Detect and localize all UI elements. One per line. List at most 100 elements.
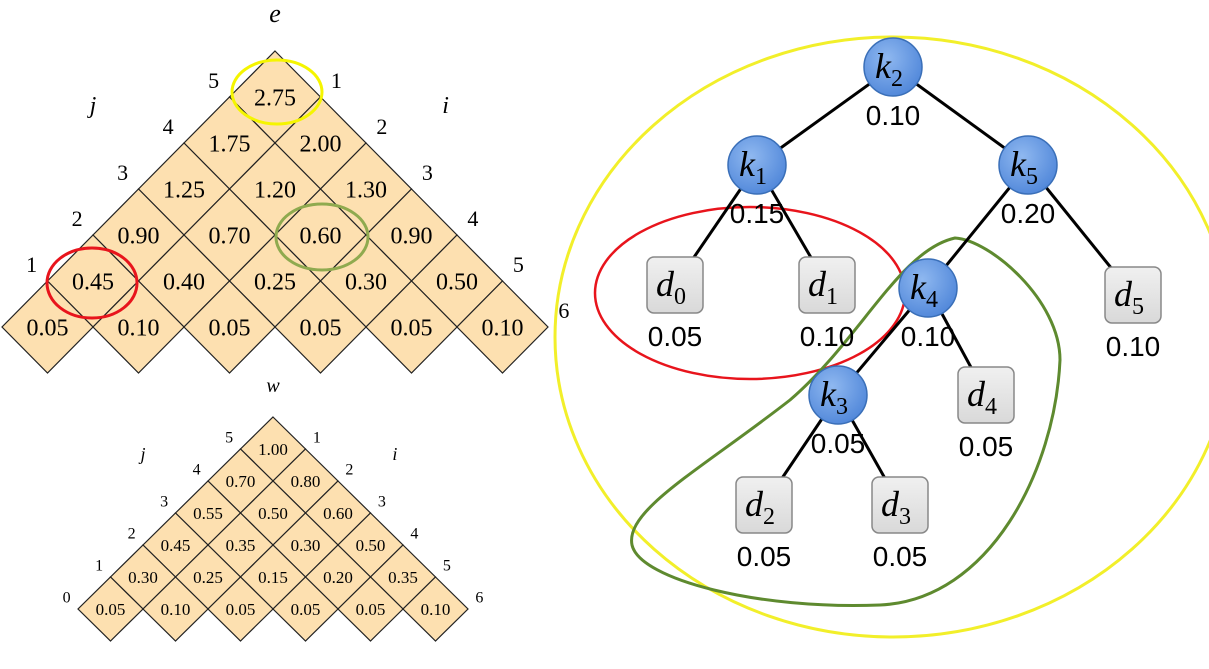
key-node-circle [898,258,958,318]
cell-value: 0.55 [193,504,223,523]
node-probability: 0.05 [737,541,792,572]
dummy-node-box [646,256,704,314]
subtree-outline-green [630,236,1062,608]
cell-value: 0.60 [300,223,342,249]
table-cell [337,576,404,642]
node-label: k5 [1010,144,1038,190]
cell-value: 0.05 [27,315,69,341]
i-index: 5 [443,558,451,575]
highlight-ellipse [230,58,324,126]
tree-node-k3: k30.05 [808,365,868,459]
dummy-node-box [957,366,1015,424]
node-probability: 0.05 [811,428,866,459]
cell-value: 0.80 [291,472,321,491]
table-title: w [266,375,280,397]
tree-node-k4: k40.10 [898,258,958,352]
i-index: 2 [345,462,353,479]
cell-value: 0.30 [291,536,321,555]
tree-node-d5: d50.10 [1104,266,1162,362]
cell-value: 0.25 [254,269,296,295]
i-index: 2 [376,114,387,139]
tree-node-k2: k20.10 [863,37,923,131]
j-index: 2 [72,206,83,231]
j-axis-label: j [138,444,145,464]
i-axis-label: i [392,444,397,464]
i-index: 3 [422,160,433,185]
dummy-node-box [735,476,793,534]
i-index: 1 [331,68,342,93]
tree-node-d2: d20.05 [735,476,793,572]
table-title: e [269,0,281,28]
table-cell [456,280,549,374]
i-index: 1 [313,430,321,447]
j-axis-label: j [87,93,97,119]
table-cell [77,576,144,642]
cell-value: 0.05 [96,600,126,619]
j-index: 3 [117,160,128,185]
cell-value: 0.35 [226,536,256,555]
table-cell [274,280,367,374]
node-label: k2 [875,46,903,92]
node-probability: 0.10 [1106,331,1161,362]
tree-node-d3: d30.05 [871,476,929,572]
tree-node-k1: k10.15 [727,135,787,229]
table-cell [1,280,94,374]
node-probability: 0.05 [873,541,928,572]
j-index: 1 [26,252,37,277]
j-index: 1 [95,558,103,575]
key-node-circle [808,365,868,425]
cell-value: 0.50 [356,536,386,555]
tree-node-d1: d10.10 [798,256,856,352]
key-node-circle [727,135,787,195]
cell-value: 0.05 [226,600,256,619]
cell-value: 0.70 [226,472,256,491]
cell-value: 0.60 [323,504,353,523]
i-index: 4 [410,526,418,543]
cell-value: 0.05 [356,600,386,619]
table-cell [402,576,469,642]
dummy-node-box [798,256,856,314]
cell-value: 0.10 [161,600,191,619]
j-index: 0 [63,590,71,607]
table-cell [207,576,274,642]
cell-value: 0.35 [388,568,418,587]
cell-value: 0.10 [482,315,524,341]
cell-value: 0.50 [436,269,478,295]
dummy-node-box [871,476,929,534]
cell-value: 0.05 [291,600,321,619]
table-cell [142,576,209,642]
cell-value: 0.05 [300,315,342,341]
key-node-circle [998,135,1058,195]
cell-value: 0.10 [421,600,451,619]
node-probability: 0.10 [901,321,956,352]
cell-value: 1.75 [209,131,251,157]
cell-value: 0.05 [209,315,251,341]
key-node-circle [863,37,923,97]
i-axis-label: i [442,93,449,119]
tree-node-d0: d00.05 [646,256,704,352]
table-cell [272,576,339,642]
cell-value: 0.40 [163,269,205,295]
node-probability: 0.10 [800,321,855,352]
table-cell [183,280,276,374]
cell-value: 0.15 [258,568,288,587]
cell-value: 0.70 [209,223,251,249]
cell-value: 0.90 [118,223,160,249]
i-index: 3 [378,494,386,511]
cell-value: 1.30 [345,177,387,203]
cell-value: 0.90 [391,223,433,249]
cell-value: 0.50 [258,504,288,523]
table-cell [365,280,458,374]
node-probability: 0.15 [730,198,785,229]
j-index: 3 [160,494,168,511]
j-index: 4 [163,114,174,139]
cell-value: 0.45 [161,536,191,555]
cell-value: 1.20 [254,177,296,203]
tree-node-k5: k50.20 [998,135,1058,229]
i-index: 6 [475,590,483,607]
j-index: 4 [193,462,201,479]
cell-value: 1.25 [163,177,205,203]
